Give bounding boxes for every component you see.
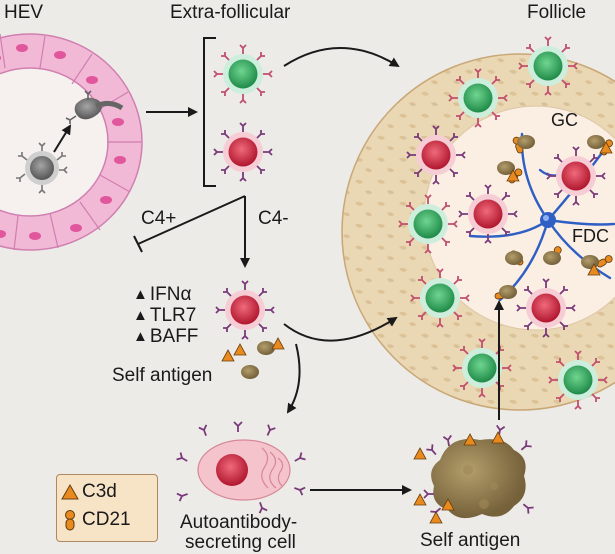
up-triangle-icon: ▲ xyxy=(133,286,148,303)
hev-label: HEV xyxy=(4,2,44,23)
gc-label: GC xyxy=(551,110,578,130)
extrafollicular-naive-b-cell xyxy=(213,44,273,104)
legend-item-cd21: CD21 xyxy=(61,509,131,531)
immune-complex-self-antigen xyxy=(431,438,526,519)
autoantibody-secreting-cell xyxy=(197,439,291,501)
extra-follicular-label: Extra-follicular xyxy=(170,2,291,23)
up-triangle-icon: ▲ xyxy=(133,328,148,345)
legend-item-c3d: C3d xyxy=(61,481,117,503)
upregulated-item: ▲BAFF xyxy=(133,326,199,347)
follicle-label: Follicle xyxy=(527,2,587,23)
hev-vessel xyxy=(0,33,143,251)
autoantibody-label-line2: secreting cell xyxy=(185,532,296,553)
fdc-label: FDC xyxy=(572,226,609,246)
upregulated-factors-list: ▲IFNα ▲TLR7 ▲BAFF xyxy=(133,284,198,347)
legend: C3d CD21 xyxy=(56,474,158,542)
activated-autoreactive-b-cell xyxy=(215,280,275,340)
cd21-receptor-icon xyxy=(65,510,75,531)
extrafollicular-autoreactive-b-cell xyxy=(213,122,273,182)
upregulated-item: ▲TLR7 xyxy=(133,305,197,326)
up-triangle-icon: ▲ xyxy=(133,307,148,324)
c3d-triangle-icon xyxy=(61,484,79,500)
c4-minus-label: C4- xyxy=(258,208,289,229)
upregulated-item: ▲IFNα xyxy=(133,284,192,305)
c4-plus-label: C4+ xyxy=(141,208,177,229)
self-antigen-top-label: Self antigen xyxy=(112,365,213,386)
self-antigen-bottom-label: Self antigen xyxy=(420,530,521,551)
autoantibody-label-line1: Autoantibody- xyxy=(180,512,298,533)
extra-follicular-bracket xyxy=(203,37,216,187)
